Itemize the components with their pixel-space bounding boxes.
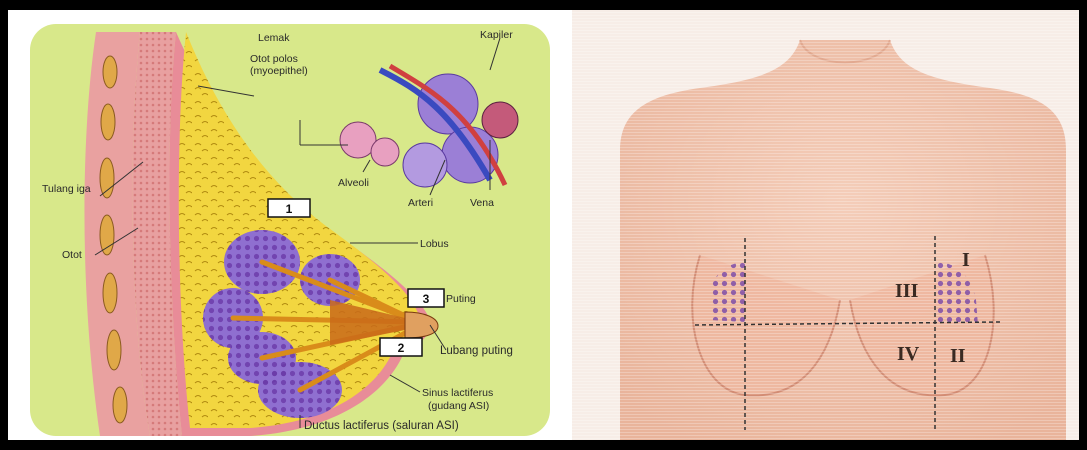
scan-overlay [572, 10, 1079, 440]
box-number: 3 [423, 292, 430, 306]
rib [103, 56, 117, 88]
box-number: 2 [398, 341, 405, 355]
left-panel: 1 3 2 Lemak Otot polos (myoepithel) Kapi… [30, 24, 550, 436]
right-panel: I II III IV [572, 10, 1079, 440]
label-myoepithel: (myoepithel) [250, 65, 308, 77]
rib [113, 387, 127, 423]
box-number: 1 [286, 202, 293, 216]
box-1: 1 [268, 199, 310, 217]
label-vena: Vena [470, 197, 494, 209]
quadrant-label-i: I [962, 249, 970, 271]
label-sinus-lactiferus: Sinus lactiferus [422, 387, 493, 399]
box-2: 2 [380, 338, 422, 356]
quadrant-label-iv: IV [897, 343, 920, 365]
rib [103, 273, 117, 313]
rib [100, 215, 114, 255]
label-puting: Puting [446, 293, 476, 305]
alveolus [371, 138, 399, 166]
rib [107, 330, 121, 370]
rib [100, 158, 114, 198]
label-lubang-puting: Lubang puting [440, 345, 513, 357]
label-alveoli: Alveoli [338, 177, 369, 189]
label-kapiler: Kapiler [480, 29, 513, 41]
label-arteri: Arteri [408, 197, 433, 209]
quadrant-label-ii: II [950, 345, 966, 367]
label-ductus-lactiferus: Ductus lactiferus (saluran ASI) [304, 420, 459, 432]
rib [101, 104, 115, 140]
label-lobus: Lobus [420, 238, 449, 250]
label-otot: Otot [62, 249, 82, 261]
quadrant-label-iii: III [895, 280, 919, 302]
label-lemak: Lemak [258, 32, 290, 44]
label-otot-polos: Otot polos [250, 53, 298, 65]
label-tulang-iga: Tulang iga [42, 183, 91, 195]
label-gudang-asi: (gudang ASI) [428, 400, 489, 412]
box-3: 3 [408, 289, 444, 307]
alveolus [482, 102, 518, 138]
alveolus [403, 143, 447, 187]
